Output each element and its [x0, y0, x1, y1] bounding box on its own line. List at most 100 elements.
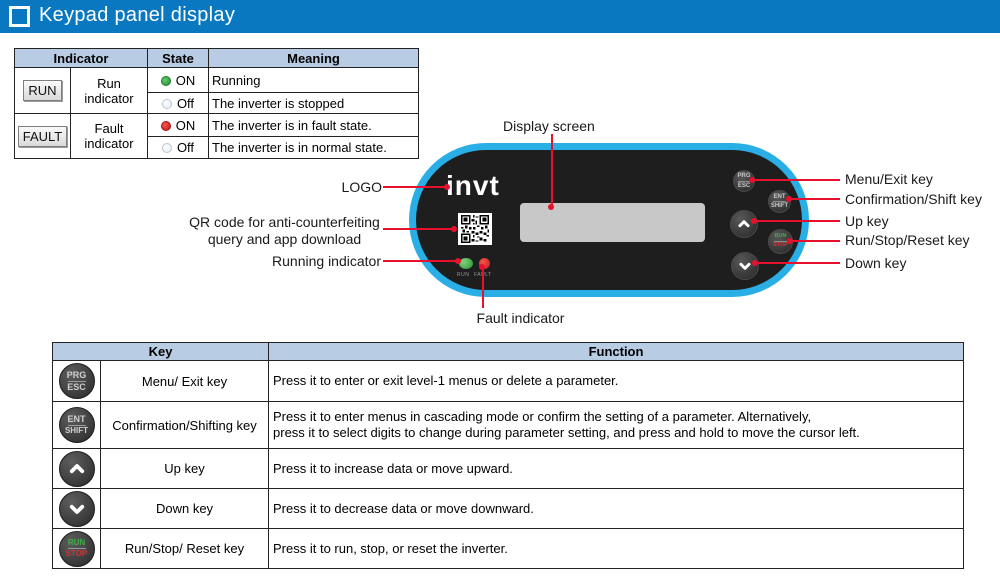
- chevron-up-icon: [738, 220, 750, 228]
- up-arrow-button: [730, 210, 758, 238]
- run-off-meaning: The inverter is stopped: [208, 92, 419, 114]
- key-function: Press it to enter or exit level-1 menus …: [268, 360, 965, 402]
- fault-indicator-name: Fault indicator: [70, 113, 148, 159]
- callout-label-confirmation-shift: Confirmation/Shift key: [845, 191, 982, 207]
- callout-label-display-screen: Display screen: [503, 118, 595, 134]
- callout-dot-fault: [479, 264, 485, 270]
- table-row: RUN Run indicator ON Running: [14, 67, 419, 114]
- callout-line-runstop: [790, 240, 840, 242]
- qr-code: [458, 213, 492, 245]
- down-arrow-button: [731, 252, 759, 280]
- up-icon-cell: [52, 448, 101, 489]
- table-row: Off The inverter is in normal state.: [15, 136, 419, 159]
- callout-dot-running: [455, 258, 461, 264]
- callout-label-up-key: Up key: [845, 213, 889, 229]
- up-key-icon: [58, 450, 95, 487]
- green-led-icon: [160, 75, 171, 86]
- page-title: Keypad panel display: [39, 4, 236, 26]
- key-function: Press it to decrease data or move downwa…: [268, 488, 965, 529]
- off-led-icon: [161, 98, 172, 109]
- chevron-down-icon: [69, 504, 84, 514]
- col-header-key: Key: [51, 342, 270, 361]
- fault-indicator-led: [479, 258, 490, 269]
- callout-dot-runstop: [787, 238, 793, 244]
- callout-dot-confirm: [786, 196, 792, 202]
- section-square-icon: [9, 6, 30, 27]
- callout-line-display: [551, 134, 553, 208]
- indicator-table-header-row: Indicator State Meaning: [14, 48, 419, 68]
- callout-line-fault: [482, 267, 484, 308]
- fault-off-meaning: The inverter is in normal state.: [208, 136, 419, 159]
- col-header-function: Function: [268, 342, 965, 361]
- running-indicator-led: [459, 258, 473, 269]
- callout-label-run-stop-reset: Run/Stop/Reset key: [845, 232, 970, 248]
- table-row: Off The inverter is stopped: [15, 92, 419, 114]
- indicator-table: Indicator State Meaning RUN Run indicato…: [14, 48, 419, 159]
- run-badge-cell: RUN: [14, 67, 71, 114]
- key-name: Up key: [99, 448, 270, 489]
- key-function: Press it to enter menus in cascading mod…: [268, 401, 965, 449]
- off-led-icon: [161, 143, 172, 153]
- col-header-meaning: Meaning: [208, 48, 419, 68]
- key-function: Press it to run, stop, or reset the inve…: [268, 528, 965, 569]
- run-led-label: RUN: [457, 272, 470, 278]
- down-icon-cell: [52, 488, 101, 529]
- run-indicator-name: Run indicator: [70, 67, 148, 114]
- run-on-state: ON: [147, 67, 209, 93]
- callout-label-running-indicator: Running indicator: [272, 253, 381, 269]
- callout-line-qr: [383, 228, 456, 230]
- key-table-header-row: Key Function: [51, 342, 965, 361]
- run-on-meaning: Running: [208, 67, 419, 93]
- key-name: Down key: [99, 488, 270, 529]
- callout-line-logo: [383, 186, 449, 188]
- callout-dot-down: [752, 260, 758, 266]
- table-row: Up key Press it to increase data or move…: [52, 448, 965, 489]
- table-row: Down key Press it to decrease data or mo…: [52, 488, 965, 529]
- invt-logo: invt: [446, 170, 500, 201]
- callout-label-down-key: Down key: [845, 255, 907, 271]
- qr-pattern-icon: [461, 215, 489, 243]
- callout-line-up: [754, 220, 840, 222]
- callout-line-menu: [752, 179, 840, 181]
- key-function: Press it to increase data or move upward…: [268, 448, 965, 489]
- callout-label-qr: QR code for anti-counterfeiting query an…: [189, 214, 380, 247]
- chevron-down-icon: [739, 262, 751, 270]
- callout-dot-up: [751, 218, 757, 224]
- key-name: Confirmation/Shifting key: [99, 401, 270, 449]
- col-header-state: State: [147, 48, 209, 68]
- callout-line-down: [755, 262, 840, 264]
- callout-label-logo: LOGO: [341, 179, 382, 195]
- table-row: FAULT Fault indicator ON The inverter is…: [14, 113, 419, 159]
- callout-dot-menu: [749, 177, 755, 183]
- section-title-bar: Keypad panel display: [0, 0, 1000, 33]
- callout-label-fault-indicator: Fault indicator: [476, 310, 565, 326]
- callout-line-confirm: [789, 198, 840, 200]
- col-header-indicator: Indicator: [14, 48, 148, 68]
- key-name: Menu/ Exit key: [99, 360, 270, 402]
- fault-key-badge: FAULT: [17, 125, 68, 147]
- fault-badge-cell: FAULT: [14, 113, 71, 159]
- callout-dot-display: [548, 204, 554, 210]
- run-key-badge: RUN: [23, 80, 62, 101]
- callout-dot-qr: [451, 226, 457, 232]
- key-name: Run/Stop/ Reset key: [99, 528, 270, 569]
- down-key-icon: [58, 490, 95, 527]
- callout-line-running: [383, 260, 459, 262]
- callout-dot-logo: [444, 184, 450, 190]
- red-led-icon: [160, 120, 171, 131]
- fault-on-state: ON: [147, 113, 209, 137]
- chevron-up-icon: [69, 463, 84, 473]
- run-off-state: Off: [147, 92, 209, 114]
- callout-label-menu-exit: Menu/Exit key: [845, 171, 933, 187]
